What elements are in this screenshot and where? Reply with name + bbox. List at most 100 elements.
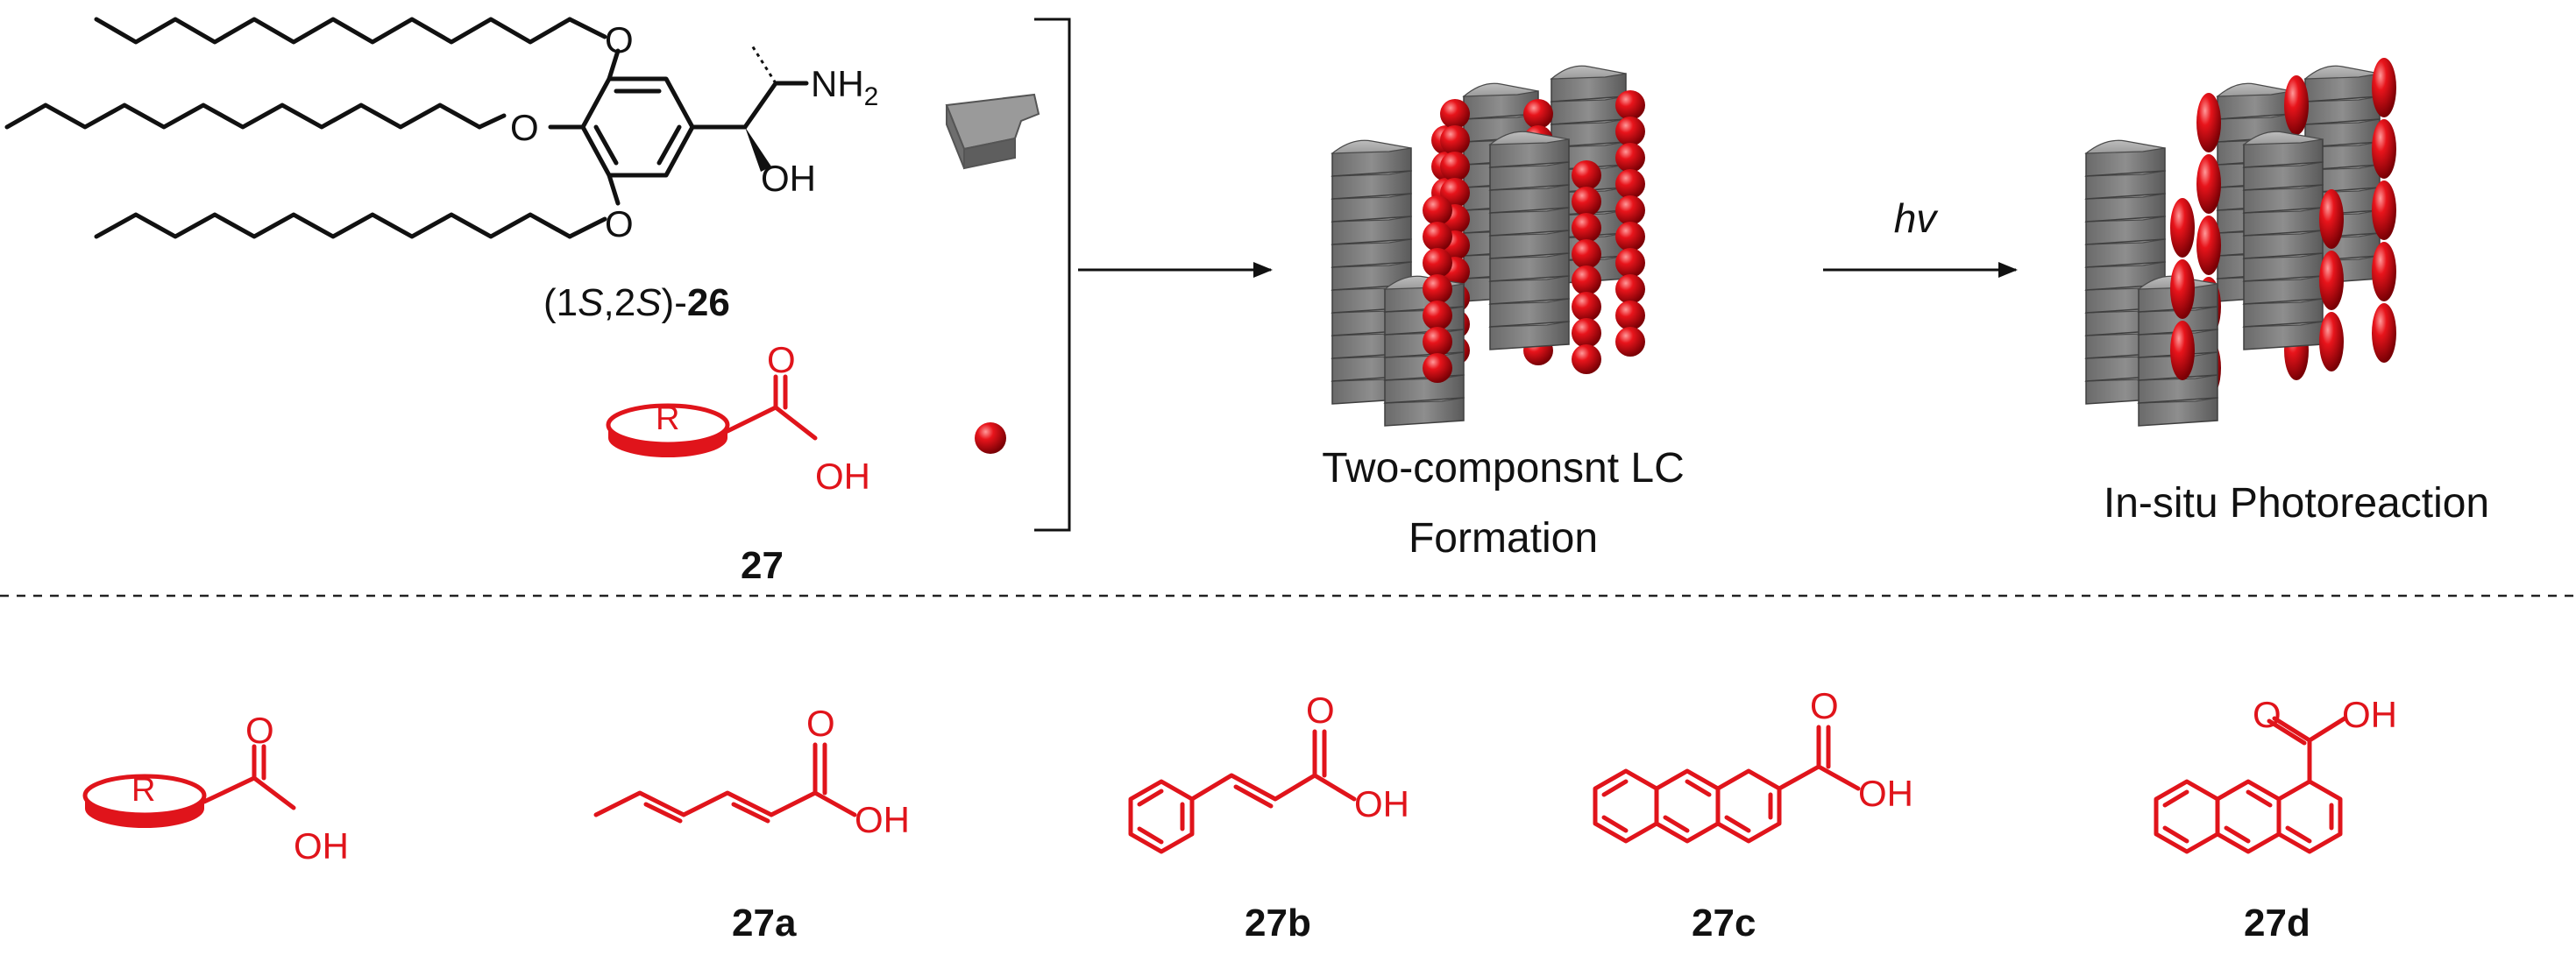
acid-ball: [1423, 222, 1452, 251]
acid-ball: [1615, 327, 1645, 357]
acid-ball: [1523, 99, 1553, 129]
atom-o-27d: O: [2253, 694, 2281, 735]
acid-ball: [1423, 327, 1452, 357]
atom-o-27: O: [767, 339, 796, 380]
lc-assembly-after: [2084, 58, 2396, 427]
photodimer-unit: [2196, 93, 2221, 152]
acid-ball: [1572, 292, 1601, 322]
photodimer-unit: [2170, 259, 2195, 319]
lc-assembly-before: [1331, 65, 1645, 427]
acid-ball: [1615, 117, 1645, 146]
gray-block-icon: [945, 93, 1040, 170]
compound-27-label: 27: [741, 544, 784, 587]
wedge-oh-bond: [745, 127, 771, 172]
atom-oh-27c: OH: [1858, 773, 1913, 814]
atom-oh-27a: OH: [855, 799, 910, 840]
atom-o-middle: O: [510, 107, 539, 148]
acid-ball: [1423, 195, 1452, 225]
photodimer-unit: [2284, 75, 2309, 135]
step2-label: In-situ Photoreaction: [2104, 480, 2489, 527]
acid-ball: [1572, 213, 1601, 243]
atom-o-bottom: O: [605, 203, 634, 244]
acid-ball: [1423, 274, 1452, 304]
example-27b: O OH 27b: [1128, 690, 1409, 944]
acid-ball: [1572, 265, 1601, 295]
alkyl-chain-top: [94, 17, 572, 45]
disc-column: [1488, 131, 1570, 350]
photodimer-unit: [2372, 119, 2396, 179]
acid-ball: [1615, 90, 1645, 120]
example-generic: R O OH: [82, 710, 349, 867]
acid-ball: [1615, 143, 1645, 173]
acid-ball: [1423, 353, 1452, 383]
acid-ball: [1440, 152, 1470, 181]
r-group-label-27: R: [656, 400, 679, 437]
label-27b: 27b: [1245, 902, 1311, 944]
acid-ball: [1615, 169, 1645, 199]
acid-ball: [1615, 222, 1645, 251]
atom-oh-generic: OH: [294, 825, 349, 867]
photodimer-unit: [2372, 180, 2396, 240]
photodimer-unit: [2319, 189, 2344, 249]
light-label: hv: [1894, 195, 1940, 241]
alkyl-chain-middle: [4, 103, 482, 130]
photodimer-unit: [2372, 303, 2396, 363]
acid-ball: [1615, 248, 1645, 278]
arrow-2: [1823, 262, 2018, 278]
compound-26-structure: O O O NH2 OH: [4, 17, 878, 244]
photodimer-unit: [2196, 154, 2221, 214]
step1-label-line1: Two-componsnt LC: [1322, 445, 1685, 492]
photodimer-unit: [2170, 321, 2195, 380]
step1-label-line2: Formation: [1409, 515, 1598, 562]
atom-oh-27d: OH: [2342, 694, 2397, 735]
acid-ball: [1615, 301, 1645, 330]
label-27a: 27a: [732, 902, 797, 944]
photodimer-unit: [2372, 58, 2396, 117]
bond-chain-o-top: [567, 17, 607, 39]
acid-ball: [1423, 248, 1452, 278]
atom-o-27b: O: [1306, 690, 1335, 731]
atom-oh-27: OH: [815, 456, 870, 497]
acid-ball: [1572, 160, 1601, 190]
bracket: [1034, 18, 1071, 532]
photodimer-unit: [2372, 242, 2396, 301]
atom-oh: OH: [761, 158, 816, 199]
label-27d: 27d: [2244, 902, 2310, 944]
alkyl-chain-bottom: [94, 212, 572, 239]
label-27c: 27c: [1692, 902, 1756, 944]
acid-ball: [1615, 274, 1645, 304]
acid-ball: [1572, 318, 1601, 348]
photodimer-unit: [2319, 312, 2344, 371]
example-27c: O OH 27c: [1593, 685, 1913, 944]
acid-ball: [1572, 187, 1601, 216]
disc-column: [2084, 139, 2166, 405]
example-27a: O OH 27a: [593, 703, 910, 944]
compound-26-label: (1S,2S)-26: [543, 281, 730, 324]
red-ball-icon: [975, 422, 1006, 454]
disc-column: [1383, 275, 1465, 427]
photodimer-unit: [2170, 198, 2195, 258]
acid-ball: [1615, 195, 1645, 225]
photodimer-unit: [2319, 251, 2344, 310]
photodimer-unit: [2196, 216, 2221, 275]
acid-ball: [1572, 239, 1601, 269]
acid-ball: [1423, 301, 1452, 330]
example-27d: O OH 27d: [2154, 694, 2397, 944]
atom-o-27c: O: [1810, 685, 1839, 726]
atom-oh-27b: OH: [1354, 783, 1409, 824]
bond-chain-o-bottom: [567, 216, 607, 239]
acid-ball: [1572, 344, 1601, 374]
acid-ball: [1440, 125, 1470, 155]
atom-o-generic: O: [245, 710, 274, 751]
bond-chain-o-middle: [477, 113, 507, 130]
acid-ball: [1440, 99, 1470, 129]
disc-column: [2242, 131, 2324, 350]
atom-o-top: O: [605, 19, 634, 60]
arrow-1: [1078, 262, 1273, 278]
atom-nh2: NH2: [811, 63, 878, 111]
compound-27-structure: R O OH: [606, 339, 870, 497]
r-group-label-generic: R: [131, 772, 155, 809]
hashed-methyl-bond: [750, 45, 777, 84]
atom-o-27a: O: [806, 703, 835, 744]
